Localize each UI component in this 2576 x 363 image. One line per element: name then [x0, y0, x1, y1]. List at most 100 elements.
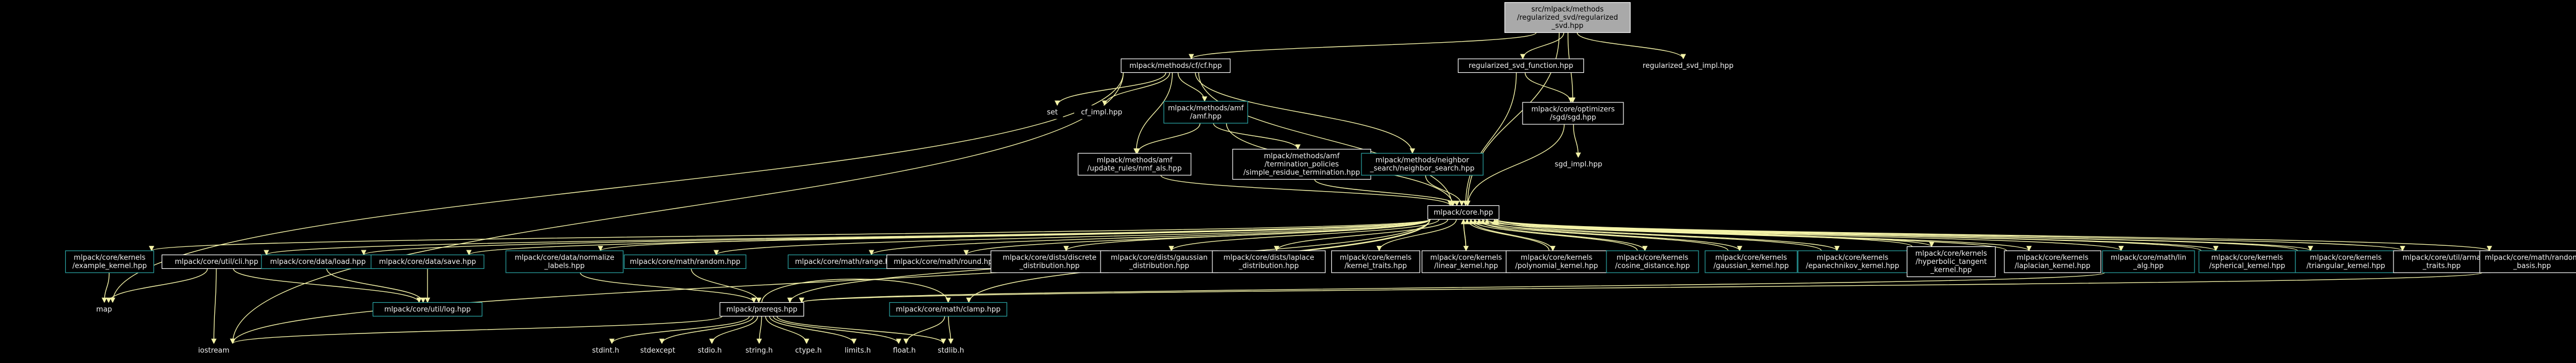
node-discrete[interactable]: mlpack/core/dists/discrete_distribution.…: [990, 250, 1109, 273]
edge-prereqs-to-float: [773, 316, 902, 344]
node-label-line: _distribution.hpp: [1238, 262, 1298, 270]
edge-root-to-rsvd_fn: [1520, 32, 1564, 60]
node-nmf_als[interactable]: mlpack/methods/amf/update_rules/nmf_als.…: [1078, 153, 1192, 176]
edge-core-to-save: [466, 218, 1431, 256]
node-save[interactable]: mlpack/core/data/save.hpp: [371, 254, 485, 269]
node-label-line: mlpack/core/kernels: [1716, 254, 1787, 262]
node-random[interactable]: mlpack/core/math/random.hpp: [624, 254, 746, 269]
node-ktraits[interactable]: mlpack/core/kernels/kernel_traits.hpp: [1331, 250, 1421, 273]
node-label-line: mlpack/core/data/load.hpp: [270, 258, 366, 266]
node-core[interactable]: mlpack/core.hpp: [1427, 205, 1500, 220]
node-cli[interactable]: mlpack/core/util/cli.hpp: [161, 254, 272, 269]
edge-core-to-iostream: [230, 219, 1431, 344]
edge-cf-to-cf_impl: [1102, 72, 1170, 106]
node-srt[interactable]: mlpack/methods/amf/termination_policies/…: [1232, 148, 1371, 180]
node-cosine[interactable]: mlpack/core/kernels/cosine_distance.hpp: [1606, 250, 1699, 273]
node-amf[interactable]: mlpack/methods/amf/amf.hpp: [1163, 101, 1249, 124]
node-backdrop: [1633, 59, 1743, 73]
node-cf[interactable]: mlpack/methods/cf/cf.hpp: [1120, 58, 1231, 73]
node-box: [889, 302, 1007, 317]
node-limits[interactable]: limits.h: [836, 343, 879, 358]
node-set[interactable]: set: [1041, 105, 1063, 119]
node-triangular[interactable]: mlpack/core/kernels/triangular_kernel.hp…: [2295, 250, 2397, 273]
node-lapk[interactable]: mlpack/core/kernels/laplacian_kernel.hpp: [2004, 250, 2101, 273]
node-gaussian_d[interactable]: mlpack/core/dists/gaussian_distribution.…: [1100, 250, 1218, 273]
node-range[interactable]: mlpack/core/math/range.hpp: [788, 254, 906, 269]
node-label-line: mlpack/core/util/cli.hpp: [175, 258, 258, 266]
node-label-line: mlpack/core/math/random: [2485, 254, 2576, 262]
edge-rbasis-to-prereqs: [799, 272, 2483, 303]
node-label-line: src/mlpack/methods: [1531, 5, 1604, 14]
node-stdexcept[interactable]: stdexcept: [634, 343, 681, 358]
node-box: [2479, 250, 2576, 273]
node-gauss_k[interactable]: mlpack/core/kernels/gaussian_kernel.hpp: [1705, 250, 1798, 273]
edge-root-to-cf: [1188, 32, 1537, 60]
node-rsvd_impl[interactable]: regularized_svd_impl.hpp: [1633, 59, 1743, 73]
node-hyptan[interactable]: mlpack/core/kernels/hyperbolic_tangent_k…: [1906, 246, 1996, 278]
node-label-line: /update_rules/nmf_als.hpp: [1087, 165, 1182, 173]
edge-random-to-prereqs: [691, 268, 762, 303]
node-sgd_impl[interactable]: sgd_impl.hpp: [1549, 157, 1608, 171]
edge-clamp-to-stdlib: [948, 316, 954, 344]
node-label-line: mlpack/methods/amf: [1097, 157, 1173, 165]
edge-amf-to-srt: [1213, 123, 1301, 150]
node-poly[interactable]: mlpack/core/kernels/polynomial_kernel.hp…: [1506, 250, 1608, 273]
node-label-line: iostream: [198, 347, 229, 355]
edge-core-to-iskernel: [149, 218, 1431, 251]
node-map[interactable]: map: [93, 302, 115, 316]
node-normalize[interactable]: mlpack/core/data/normalize_labels.hpp: [505, 250, 624, 273]
node-stdio[interactable]: stdio.h: [691, 343, 729, 358]
node-label-line: mlpack/core/kernels: [2212, 254, 2283, 262]
node-string[interactable]: string.h: [738, 343, 780, 358]
node-log[interactable]: mlpack/core/util/log.hpp: [372, 302, 483, 317]
node-cf_impl[interactable]: cf_impl.hpp: [1074, 105, 1129, 119]
node-epan[interactable]: mlpack/core/kernels/epanechnikov_kernel.…: [1797, 250, 1908, 273]
node-ctype[interactable]: ctype.h: [789, 343, 828, 358]
node-label-line: string.h: [745, 347, 773, 355]
node-nsearch[interactable]: mlpack/methods/neighbor_search/neighbor_…: [1361, 153, 1484, 176]
node-label-line: regularized_svd_function.hpp: [1469, 62, 1574, 70]
node-spherical[interactable]: mlpack/core/kernels/spherical_kernel.hpp: [2198, 250, 2296, 273]
edge-prereqs-to-ctype: [765, 316, 810, 344]
edge-core-to-rbasis: [1496, 218, 2492, 251]
node-lin_alg[interactable]: mlpack/core/math/lin_alg.hpp: [2102, 250, 2195, 273]
node-backdrop: [789, 343, 828, 358]
node-box: [1421, 250, 1511, 273]
node-box: [1078, 153, 1192, 176]
node-stdint[interactable]: stdint.h: [584, 343, 627, 358]
node-box: [1331, 250, 1421, 273]
node-label-line: mlpack/core/kernels: [1617, 254, 1689, 262]
node-label-line: /linear_kernel.hpp: [1434, 262, 1498, 270]
node-clamp[interactable]: mlpack/core/math/clamp.hpp: [889, 302, 1007, 317]
node-linear[interactable]: mlpack/core/kernels/linear_kernel.hpp: [1421, 250, 1511, 273]
node-label-line: /simple_residue_termination.hpp: [1244, 169, 1360, 177]
node-round[interactable]: mlpack/core/math/round.hpp: [886, 254, 1005, 269]
node-label-line: mlpack/core/kernels: [2310, 254, 2382, 262]
node-label-line: mlpack/core/kernels: [1521, 254, 1593, 262]
edge-cosine-to-core: [1468, 218, 1638, 251]
node-backdrop: [93, 302, 115, 316]
node-label-line: mlpack/core/kernels: [1817, 254, 1889, 262]
node-label-line: /cosine_distance.hpp: [1615, 262, 1690, 270]
node-load[interactable]: mlpack/core/data/load.hpp: [261, 254, 375, 269]
node-root[interactable]: src/mlpack/methods/regularized_svd/regul…: [1504, 2, 1631, 33]
node-box: [719, 302, 805, 317]
node-prereqs[interactable]: mlpack/prereqs.hpp: [719, 302, 805, 317]
node-float[interactable]: float.h: [885, 343, 924, 358]
node-rbasis[interactable]: mlpack/core/math/random_basis.hpp: [2479, 250, 2576, 273]
node-label-line: mlpack/core/kernels: [74, 254, 146, 262]
node-sgd[interactable]: mlpack/core/optimizers/sgd/sgd.hpp: [1522, 102, 1624, 125]
edge-core-to-random: [714, 218, 1431, 256]
node-label-line: stdio.h: [698, 347, 722, 355]
node-rsvd_fn[interactable]: regularized_svd_function.hpp: [1457, 58, 1585, 73]
node-iostream[interactable]: iostream: [192, 343, 235, 358]
node-iskernel[interactable]: mlpack/core/kernels/example_kernel.hpp: [65, 250, 155, 273]
node-arma_traits[interactable]: mlpack/core/util/arma_traits.hpp: [2393, 250, 2490, 273]
node-box: [886, 254, 1005, 269]
node-label-line: mlpack/core/kernels: [1916, 250, 1987, 258]
node-laplace[interactable]: mlpack/core/dists/laplace_distribution.h…: [1212, 250, 1326, 273]
node-box: [65, 250, 155, 273]
node-stdlib[interactable]: stdlib.h: [930, 343, 972, 358]
node-label-line: /laplacian_kernel.hpp: [2015, 262, 2090, 270]
node-label-line: regularized_svd_impl.hpp: [1643, 62, 1734, 70]
